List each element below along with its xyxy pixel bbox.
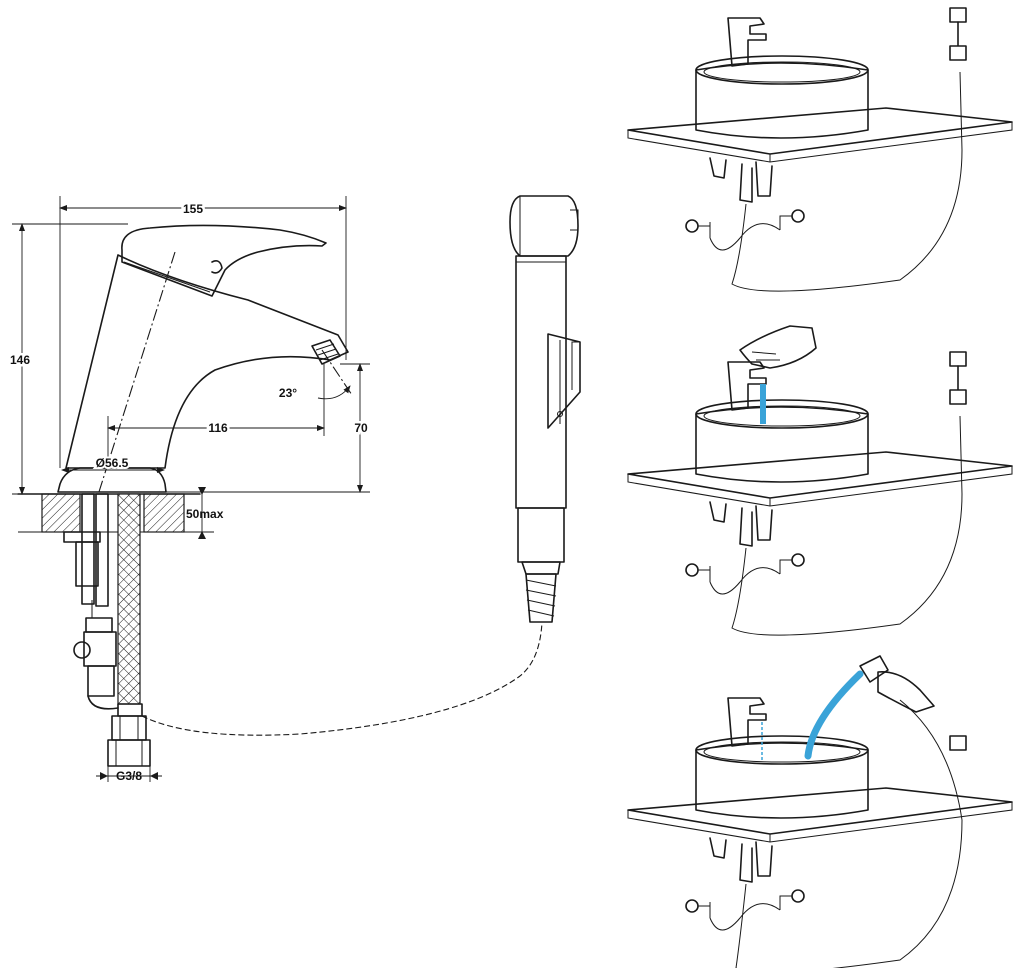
dim-base-diameter-label: Ø56.5 <box>96 456 129 470</box>
dim-height-label: 146 <box>10 353 30 367</box>
lever-handle <box>121 224 327 297</box>
aerator <box>311 339 341 365</box>
hand-icon <box>739 325 817 369</box>
braided-hose <box>117 493 141 705</box>
dim-thread-label: G3/8 <box>116 769 142 783</box>
hand-shower <box>509 195 581 623</box>
faucet-water-stream <box>760 384 766 424</box>
hand-icon <box>877 671 935 713</box>
dim-spout-height-label: 70 <box>354 421 368 435</box>
faucet-body-outline <box>65 254 349 469</box>
shower-hose-path <box>141 621 543 736</box>
installation-panel-shower-on <box>627 655 1013 968</box>
dim-reach-label: 116 <box>208 421 228 435</box>
faucet-base <box>57 467 167 493</box>
installation-panel-idle <box>627 7 1013 292</box>
shower-water-stream <box>804 670 864 760</box>
dim-width-label: 155 <box>183 202 203 216</box>
dim-angle-label: 23° <box>279 386 297 400</box>
dim-deck-label: 50max <box>186 507 224 521</box>
installation-panel-faucet-on <box>627 325 1013 636</box>
faucet-technical-view: 155 146 116 70 Ø56.5 23° 50max <box>7 196 370 783</box>
